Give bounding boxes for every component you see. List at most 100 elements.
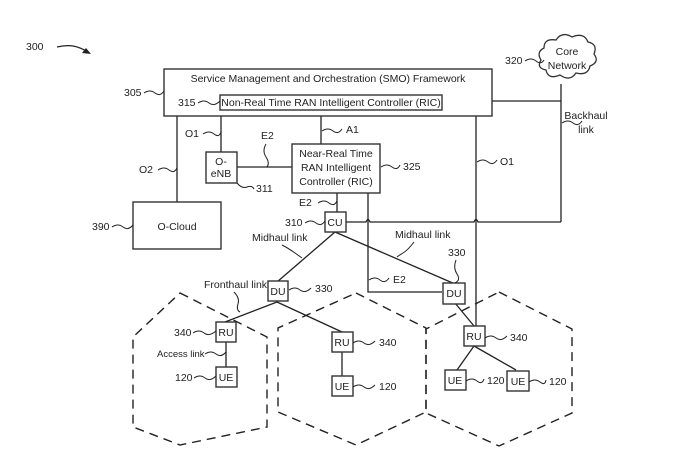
ue-middle-box: [331, 375, 354, 397]
e2-cu-label: E2: [299, 197, 312, 209]
ru-left-label: RU: [218, 327, 233, 339]
access-link-label: Access link: [157, 349, 205, 360]
fronthaul-leader: [233, 291, 241, 313]
ue-right-b-ref-leader: [528, 379, 547, 385]
near-rt-ric-box: [291, 143, 381, 194]
fronthaul-line-middle: [276, 301, 343, 333]
ru-middle-box: [331, 331, 354, 353]
ue-right-a-ref-leader: [465, 378, 485, 384]
ue-middle-ref: 120: [379, 381, 397, 393]
cell-right: [425, 291, 573, 447]
e2-du-line: [367, 193, 442, 293]
near-rt-ric-line2: RAN Intelligent: [301, 162, 371, 174]
midhaul-right-leader: [396, 241, 415, 258]
e2-enb-leader: [263, 143, 269, 168]
ue-right-a-box: [444, 369, 467, 391]
arrowhead-icon: [82, 48, 91, 54]
ru-right-ref: 340: [510, 332, 528, 344]
figure-ref-arrow: [56, 45, 89, 53]
ru-right-ref-leader: [484, 335, 508, 341]
o1-left-label: O1: [185, 128, 199, 140]
ue-left-label: UE: [219, 372, 234, 384]
o-enb-ref: 311: [256, 183, 273, 195]
o1-left-leader: [202, 131, 222, 137]
fronthaul-label: Fronthaul link: [204, 279, 268, 291]
o1-right-label: O1: [500, 156, 514, 168]
core-network-cloud: [538, 33, 597, 79]
cu-ref-leader: [304, 220, 326, 226]
ru-left-ref-leader: [192, 330, 217, 336]
smo-ref: 305: [124, 87, 142, 99]
backhaul-leader: [561, 120, 583, 126]
midhaul-left-leader: [281, 244, 303, 259]
midhaul-left-label: Midhaul link: [252, 232, 308, 244]
midhaul-right-label: Midhaul link: [395, 229, 451, 241]
o-enb-line1: O-: [215, 156, 227, 168]
access-link-right-a: [456, 345, 475, 371]
e2-du-leader: [368, 277, 390, 283]
cu-box: [324, 211, 347, 233]
access-link-leader: [204, 351, 227, 357]
du-right-ref-leader: [454, 259, 460, 284]
core-network-line2: Network: [548, 60, 587, 72]
o-enb-line2: eNB: [211, 168, 231, 180]
backhaul-label-line2: link: [578, 124, 595, 136]
ru-middle-ref: 340: [379, 337, 397, 349]
ue-right-b-label: UE: [511, 376, 526, 388]
ue-right-a-ref: 120: [487, 375, 505, 387]
cell-middle: [277, 292, 427, 446]
fronthaul-line-right: [454, 302, 475, 327]
e2-enb-label: E2: [261, 130, 274, 142]
o-cloud-ref: 390: [92, 221, 110, 233]
cu-label: CU: [327, 217, 342, 229]
non-rt-ric-label: Non-Real Time RAN Intelligent Controller…: [221, 97, 440, 109]
du-left-ref-leader: [288, 287, 312, 293]
fronthaul-line-left: [224, 301, 278, 323]
ue-right-b-ref: 120: [549, 376, 567, 388]
ue-left-ref-leader: [193, 375, 217, 381]
ru-right-box: [463, 325, 486, 347]
o-cloud-ref-leader: [111, 224, 134, 230]
a1-leader: [321, 128, 343, 134]
o-enb-ref-leader: [236, 182, 255, 190]
cu-backhaul-line: [345, 218, 561, 223]
ue-right-a-label: UE: [448, 375, 463, 387]
e2-cu-leader: [317, 200, 338, 206]
ru-left-box: [215, 321, 237, 343]
core-network-line1: Core: [556, 46, 579, 58]
near-rt-ric-line3: Controller (RIC): [299, 176, 373, 188]
non-rt-ric-box: [219, 94, 443, 111]
backhaul-label-line1: Backhaul: [564, 110, 607, 122]
non-rt-ric-ref-leader: [197, 100, 221, 106]
non-rt-ric-ref: 315: [178, 97, 196, 109]
cell-left: [132, 292, 268, 446]
e2-du-label: E2: [393, 274, 406, 286]
du-left-label: DU: [270, 286, 285, 298]
ru-middle-label: RU: [334, 337, 349, 349]
core-network-ref-leader: [524, 58, 545, 64]
du-left-ref: 330: [315, 283, 333, 295]
smo-ref-leader: [143, 90, 165, 96]
cu-ref: 310: [285, 217, 303, 229]
midhaul-left-line: [276, 231, 336, 283]
figure-ref: 300: [26, 41, 44, 53]
ue-middle-label: UE: [335, 381, 350, 393]
ru-left-ref: 340: [174, 327, 192, 339]
du-right-ref: 330: [448, 247, 466, 259]
access-link-right-b: [473, 345, 517, 371]
near-rt-ric-ref-leader: [380, 164, 401, 170]
a1-label: A1: [346, 124, 359, 136]
ue-left-box: [215, 366, 238, 388]
core-network-ref: 320: [505, 55, 523, 67]
du-left-box: [267, 280, 289, 302]
ue-left-ref: 120: [175, 372, 193, 384]
ue-right-b-box: [506, 370, 530, 392]
o-enb-box: [205, 151, 238, 184]
o-cloud-label: O-Cloud: [157, 221, 196, 233]
near-rt-ric-ref: 325: [403, 161, 421, 173]
o1-right-leader: [476, 159, 498, 165]
ru-right-label: RU: [466, 331, 481, 343]
du-right-box: [442, 282, 466, 305]
smo-label: Service Management and Orchestration (SM…: [191, 73, 467, 85]
